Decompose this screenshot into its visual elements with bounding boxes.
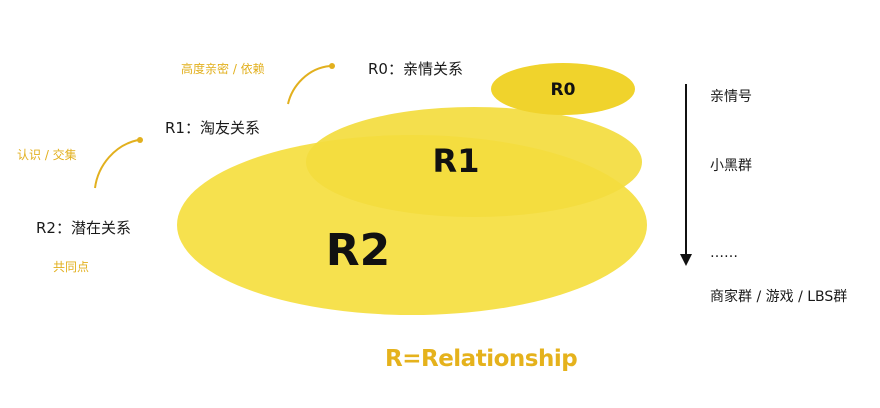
ellipse-r2-label: R2	[326, 225, 391, 276]
right-item-small-group: 小黑群	[710, 158, 752, 174]
label-r2: R2：潜在关系	[36, 219, 131, 237]
curve-dot-r1	[137, 137, 143, 143]
curve-connector-r0	[287, 65, 331, 105]
label-r0: R0：亲情关系	[368, 60, 463, 78]
ellipse-r0-label: R0	[551, 80, 576, 100]
annotation-r0: 高度亲密 / 依赖	[181, 62, 265, 76]
ellipse-r0	[491, 63, 635, 115]
annotation-r1: 认识 / 交集	[17, 148, 77, 162]
curve-dot-r0	[329, 63, 335, 69]
ellipse-r1	[306, 107, 642, 217]
ellipse-r1-label: R1	[433, 142, 480, 180]
right-item-family: 亲情号	[710, 89, 752, 105]
right-item-ellipsis: ……	[710, 245, 738, 261]
annotation-r2: 共同点	[53, 260, 90, 274]
label-r1: R1：淘友关系	[165, 119, 260, 137]
curve-connector-r1	[94, 139, 139, 189]
right-item-merchant: 商家群 / 游戏 / LBS群	[710, 289, 848, 305]
down-arrow-head	[680, 254, 692, 266]
formula-text: R=Relationship	[385, 346, 578, 372]
